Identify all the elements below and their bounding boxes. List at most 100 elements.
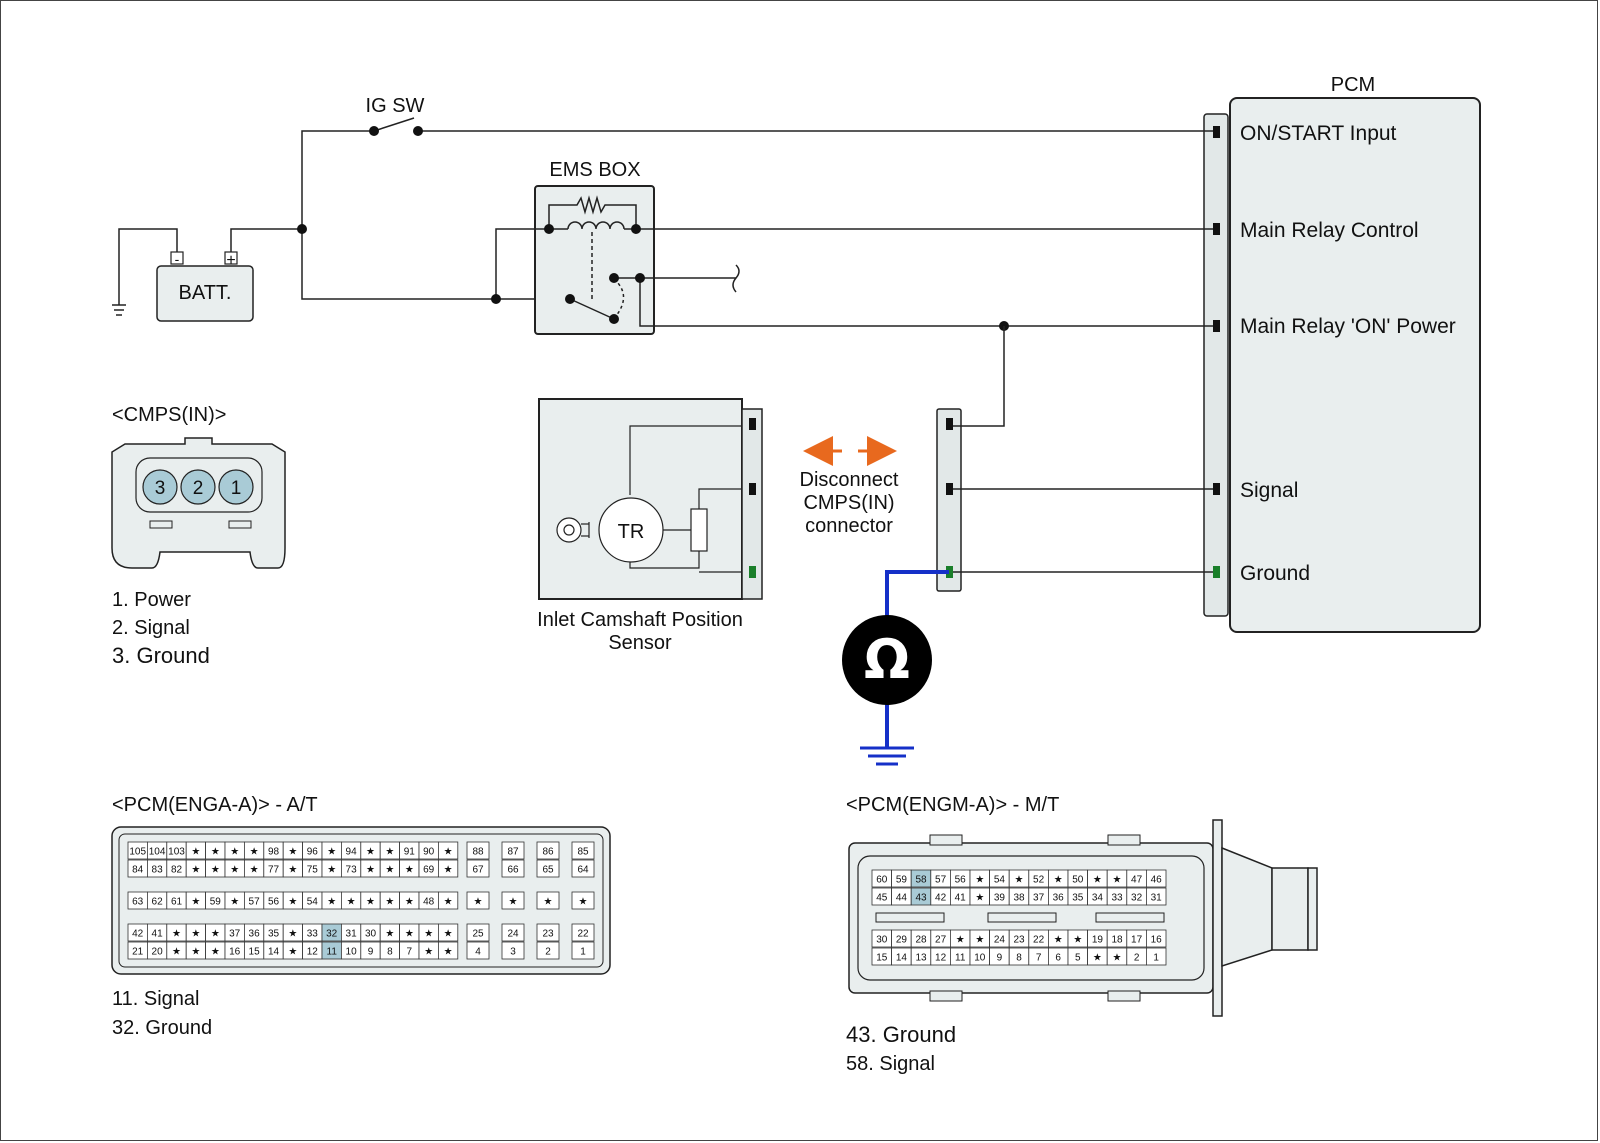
pin-label: ★ [211,865,220,876]
pin-cell [536,891,560,910]
pin-label: 56 [955,875,967,886]
pin-label: 48 [423,897,435,908]
pin-label: 65 [542,865,554,876]
pin-label: ★ [444,929,453,940]
pin-label: 42 [935,893,947,904]
pin-label: 22 [577,929,589,940]
pin-label: 9 [368,947,374,958]
pin-cell [1146,947,1167,966]
disconnect-line3: connector [805,515,893,537]
cmps-legend-item: 1. Power [112,589,191,611]
pin-label: ★ [288,847,297,858]
pin-label: 14 [268,947,280,958]
pcm-connector [1203,113,1229,617]
pcm-pin-label: Main Relay 'ON' Power [1240,315,1456,338]
pin-label: ★ [211,847,220,858]
pin-label: 87 [507,847,519,858]
pin-label: ★ [405,897,414,908]
pin-cell [1146,929,1167,948]
harness-pin [946,418,953,430]
ig-sw-label: IG SW [366,95,425,117]
pin-label: 32 [1131,893,1143,904]
pin-cell [437,891,459,910]
pin-label: 58 [915,875,927,886]
pin-label: 10 [346,947,358,958]
pin-label: 15 [249,947,261,958]
cmps-pin-3 [142,469,178,505]
pin-label: ★ [385,929,394,940]
power-wires [112,117,1213,316]
pin-label: 77 [268,865,280,876]
transistor-label: TR [618,521,645,543]
pin-cell [501,941,525,960]
pin-label: 36 [1053,893,1065,904]
pin-cell [571,859,595,878]
pin-label: 11 [327,947,338,958]
pin-label: 47 [1131,875,1143,886]
engm-connector [848,819,1318,1017]
pcm-pin-label: Main Relay Control [1240,219,1419,242]
junction-dot [635,273,645,283]
pin-label: 90 [423,847,435,858]
pin-label: ★ [444,865,453,876]
pin-label: 67 [472,865,484,876]
pin-label: ★ [1093,953,1102,964]
cmps-pin-label: 1 [231,478,242,499]
pin-label: 31 [1151,893,1163,904]
pin-label: 37 [229,929,241,940]
relay-terminal [631,224,641,234]
pcm-pin-label: Signal [1240,479,1298,502]
relay-terminal [609,314,619,324]
pcm-pin [1213,320,1220,332]
pin-cell [1146,869,1167,888]
harness-pin [946,483,953,495]
relay-terminal [544,224,554,234]
pin-label: ★ [288,865,297,876]
pin-label: 56 [268,897,280,908]
pin-label: 4 [475,947,481,958]
pin-label: ★ [1113,875,1122,886]
pin-label: ★ [250,847,259,858]
omega-symbol: Ω [864,628,910,691]
sensor-name-line1: Inlet Camshaft Position [537,609,743,631]
pin-cell [466,923,490,942]
cmps-legend-item: 2. Signal [112,617,190,639]
pcm-pin [1213,483,1220,495]
battery [156,265,254,322]
pin-label: ★ [250,865,259,876]
pin-label: ★ [288,947,297,958]
pin-label: 14 [896,953,908,964]
pin-label: 37 [1033,893,1045,904]
pin-label: ★ [1015,875,1024,886]
pin-label: 13 [915,953,927,964]
pin-label: 19 [1092,935,1104,946]
enga-legend-item: 32. Ground [112,1017,212,1039]
pin-label: 12 [307,947,319,958]
pin-label: ★ [405,929,414,940]
pin-label: 16 [1151,935,1163,946]
pin-label: ★ [1093,875,1102,886]
pin-label: ★ [1054,875,1063,886]
pin-label: 35 [1072,893,1084,904]
pin-label: 88 [472,847,484,858]
battery-minus: - [175,251,180,267]
pin-label: 33 [307,929,319,940]
pin-label: 39 [994,893,1006,904]
pin-cell [536,859,560,878]
engm-title: <PCM(ENGM-A)> - M/T [846,794,1059,816]
pin-cell [466,891,490,910]
pcm-pin-label: ON/START Input [1240,122,1397,145]
relay-terminal [609,273,619,283]
pin-label: ★ [366,865,375,876]
pin-cell [571,841,595,860]
junction-dot [297,224,307,234]
sensor-pin [749,483,756,495]
pin-label: 15 [876,953,888,964]
pin-cell [437,859,459,878]
pin-label: ★ [1054,935,1063,946]
pin-label: 35 [268,929,280,940]
harness-wires [953,326,1213,573]
